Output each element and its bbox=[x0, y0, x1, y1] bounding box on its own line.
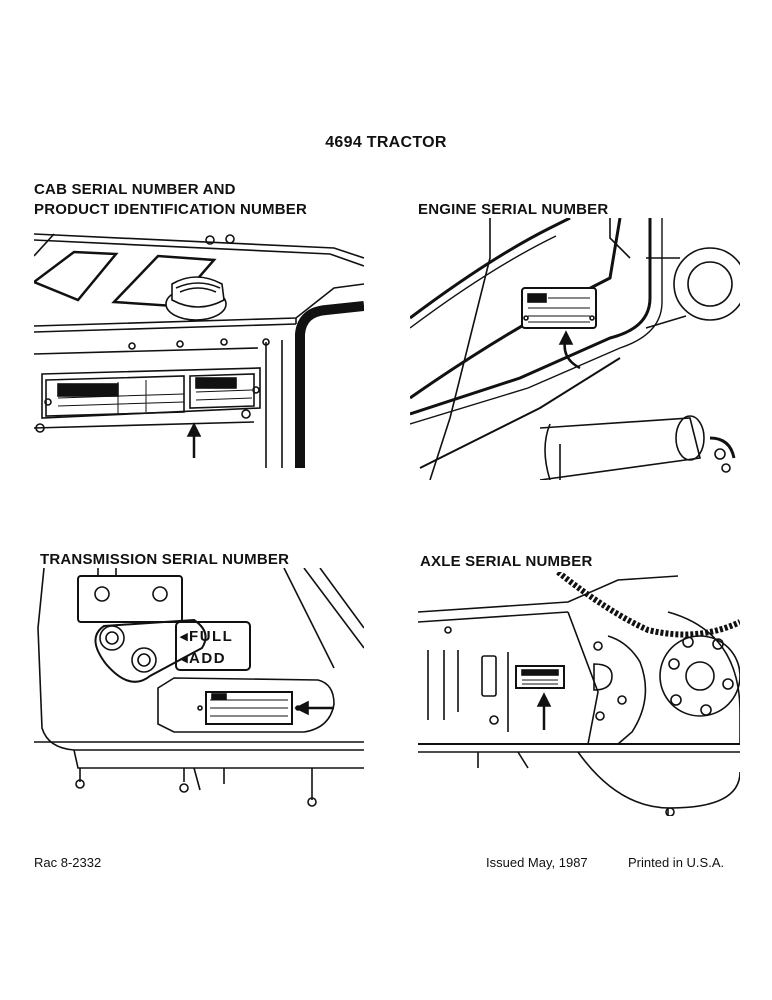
page-title: 4694 TRACTOR bbox=[325, 134, 447, 151]
oil-add-mark: ◂ADD bbox=[180, 650, 227, 667]
cab-illustration bbox=[34, 222, 364, 468]
printed-location: Printed in U.S.A. bbox=[628, 855, 725, 870]
cab-serial-heading: CAB SERIAL NUMBER AND PRODUCT IDENTIFICA… bbox=[34, 180, 307, 220]
engine-serial-heading: ENGINE SERIAL NUMBER bbox=[418, 201, 609, 218]
transmission-serial-heading: TRANSMISSION SERIAL NUMBER bbox=[40, 551, 290, 568]
axle-illustration bbox=[418, 572, 740, 816]
document-reference: Rac 8-2332 bbox=[34, 855, 102, 870]
transmission-illustration: ◂FULL ◂ADD bbox=[34, 568, 364, 808]
engine-illustration bbox=[410, 218, 740, 480]
issued-date: Issued May, 1987 bbox=[486, 855, 588, 870]
axle-serial-heading: AXLE SERIAL NUMBER bbox=[420, 553, 593, 570]
cab-heading-line1: CAB SERIAL NUMBER AND bbox=[34, 181, 236, 198]
cab-heading-line2: PRODUCT IDENTIFICATION NUMBER bbox=[34, 201, 308, 218]
oil-full-mark: ◂FULL bbox=[180, 628, 234, 645]
